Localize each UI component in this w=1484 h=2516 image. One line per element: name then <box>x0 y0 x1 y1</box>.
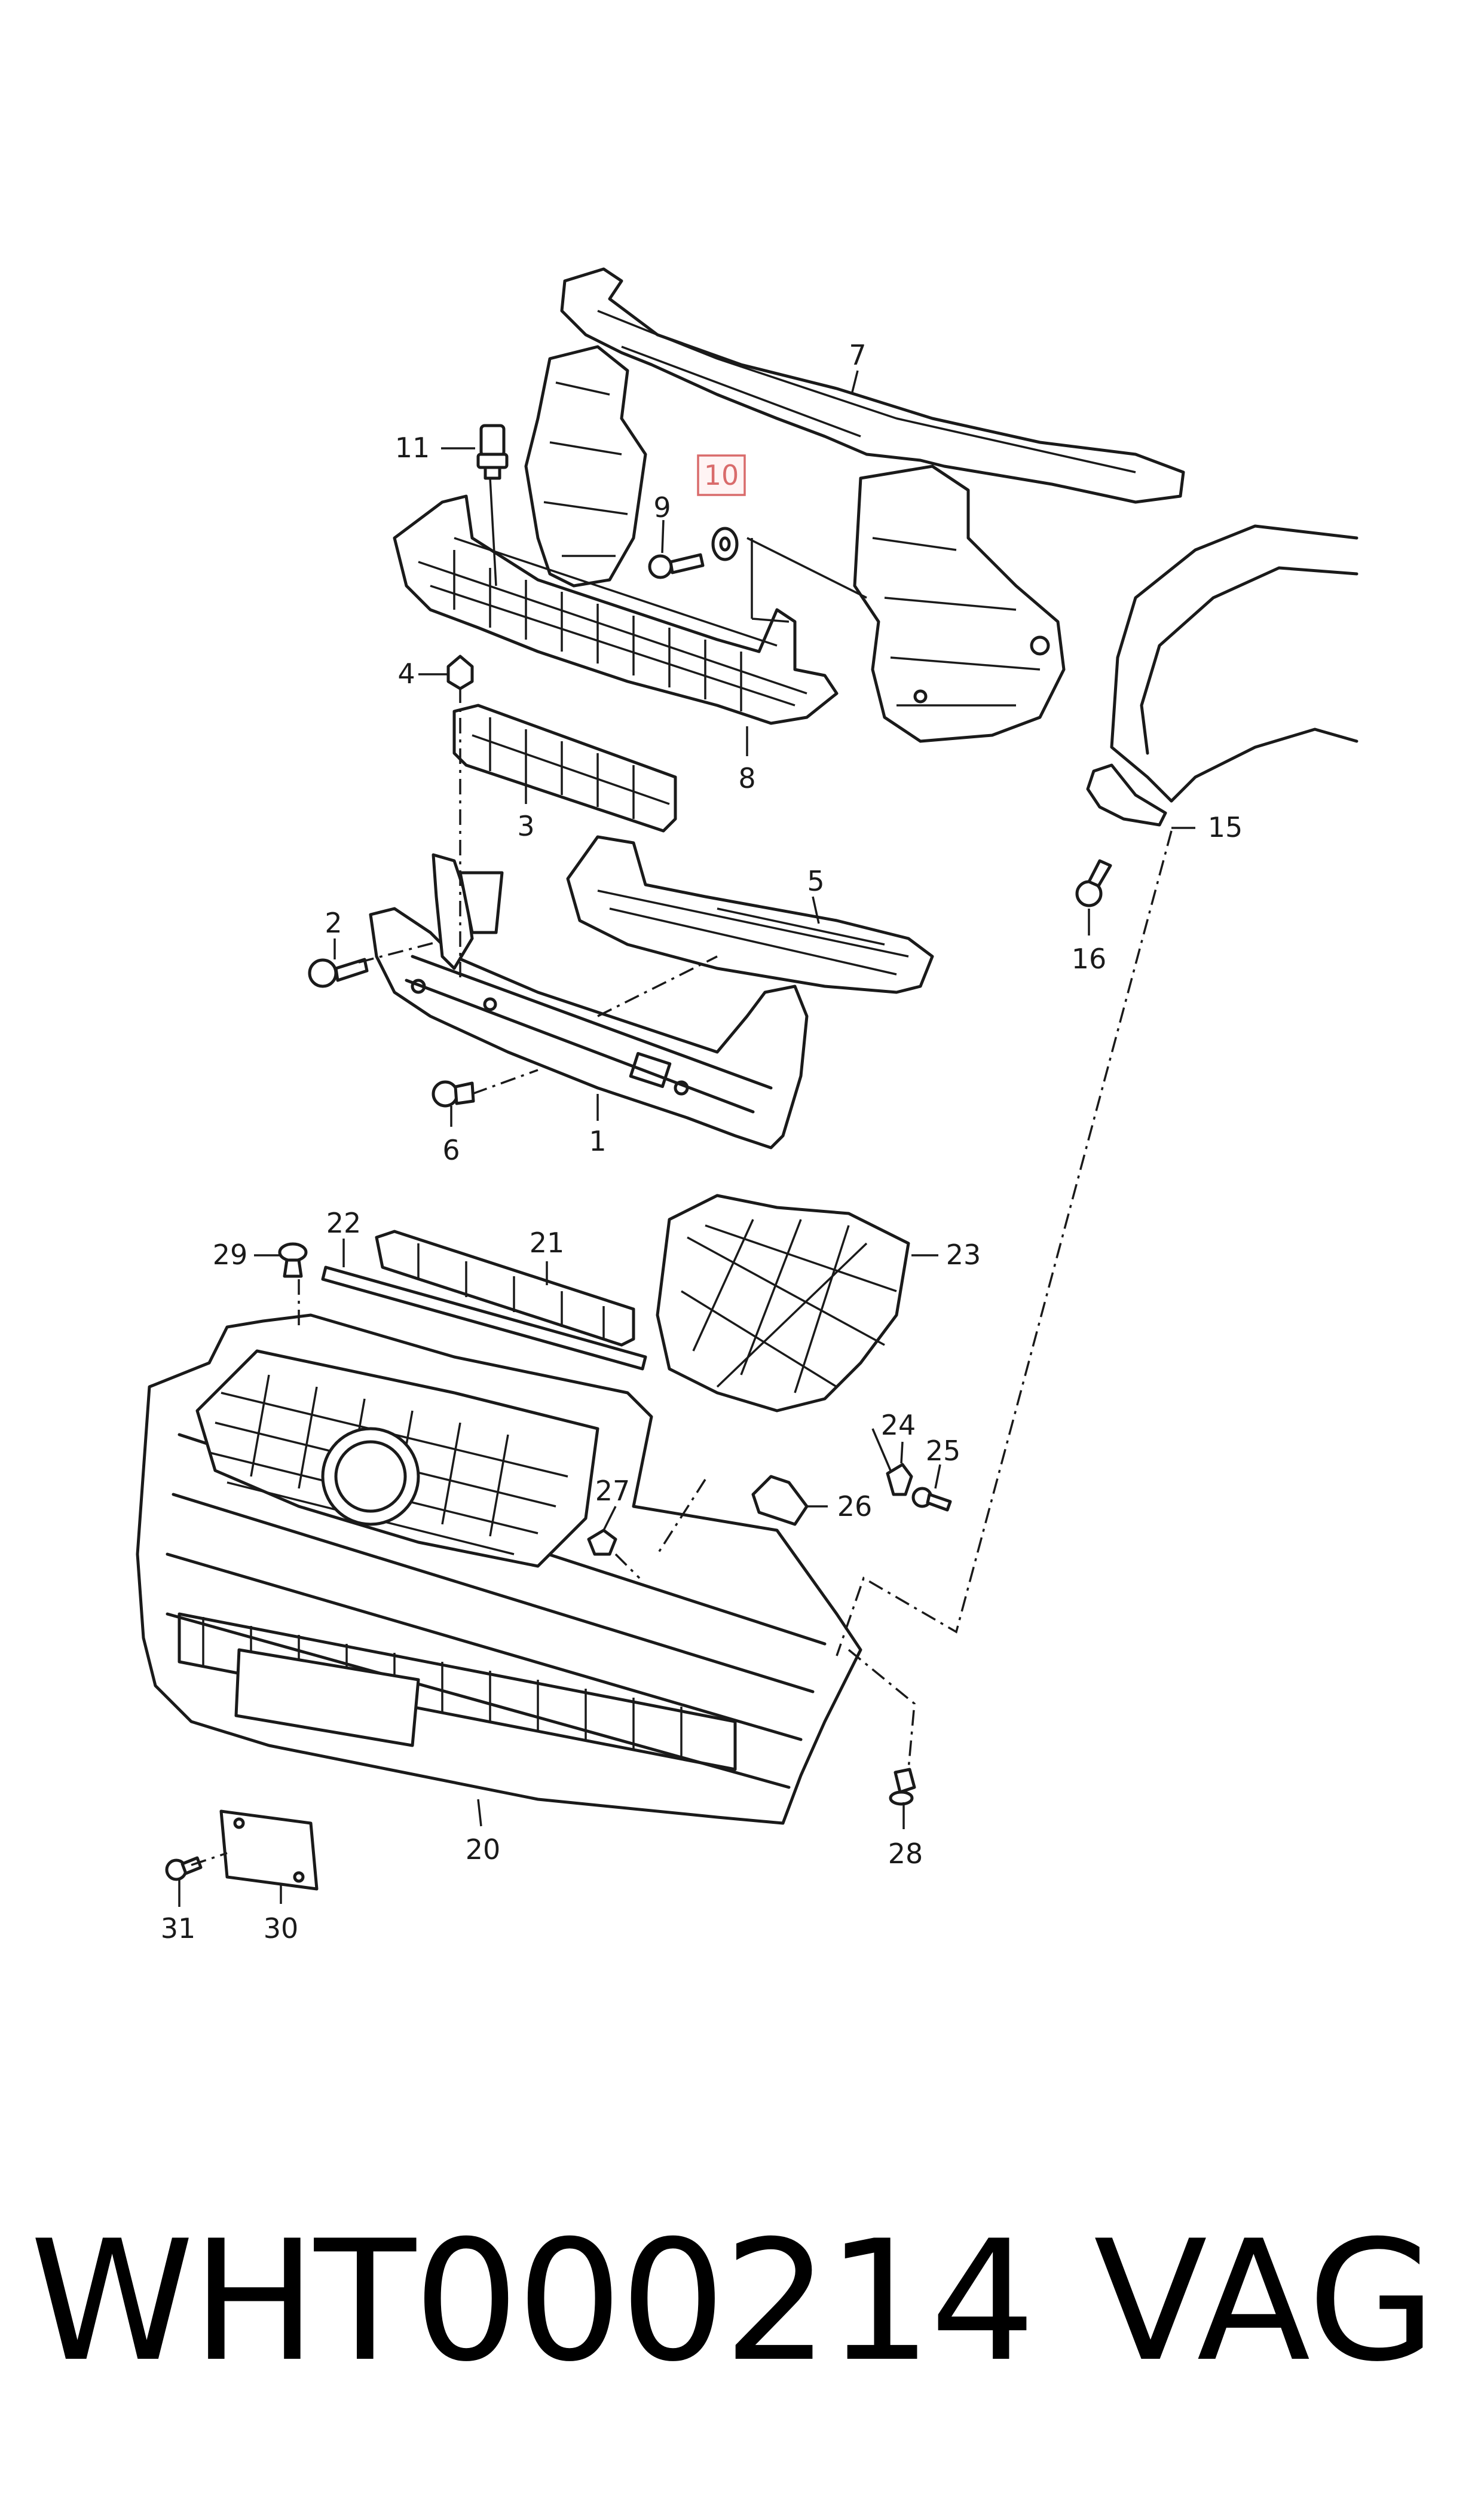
part-bracket-23 <box>656 1194 910 1413</box>
part-lock-carrier <box>524 267 1185 743</box>
part-fender <box>1110 524 1358 803</box>
callout-3: 3 <box>517 810 534 842</box>
part-plate-30 <box>219 1809 319 1891</box>
callout-5: 5 <box>807 865 824 897</box>
brand-name: VAG <box>1094 2205 1437 2398</box>
callout-10-highlight-box <box>697 454 746 496</box>
part-screw-31 <box>165 1856 203 1881</box>
callouts: 11 9 10 7 8 4 3 5 2 6 1 15 16 22 21 29 2… <box>161 339 1243 1945</box>
callout-7: 7 <box>849 339 866 371</box>
callout-27: 27 <box>595 1475 631 1507</box>
callout-24: 24 <box>881 1409 916 1441</box>
part-bracket-15 <box>1086 763 1167 827</box>
part-air-guide-5 <box>566 835 934 994</box>
callout-4: 4 <box>397 658 415 690</box>
part-bolt-2 <box>308 958 369 988</box>
callout-16: 16 <box>1072 943 1107 975</box>
callout-22: 22 <box>326 1207 362 1239</box>
part-clip-29 <box>278 1242 308 1278</box>
part-nut-4 <box>446 655 474 690</box>
callout-31: 31 <box>161 1912 196 1945</box>
part-washer-10 <box>711 527 739 561</box>
callout-2: 2 <box>325 907 342 939</box>
leader-lines <box>178 370 1195 1907</box>
part-clip-28 <box>889 1768 916 1806</box>
callout-11: 11 <box>395 432 430 464</box>
callout-28: 28 <box>888 1838 923 1870</box>
part-bumper-carrier <box>369 853 809 1150</box>
callout-26: 26 <box>837 1490 873 1523</box>
callout-8: 8 <box>738 762 755 794</box>
part-bolt-16 <box>1075 859 1112 907</box>
part-screw-25 <box>911 1487 952 1512</box>
callout-21: 21 <box>530 1227 565 1259</box>
part-bracket-21 <box>375 1230 635 1347</box>
part-clip-6 <box>432 1080 475 1108</box>
part-number: WHT000214 <box>30 2205 1036 2398</box>
footer: WHT000214 VAG <box>0 2176 1484 2427</box>
part-trim-22 <box>321 1265 647 1371</box>
part-impact-absorber <box>393 494 839 725</box>
callout-9: 9 <box>653 491 671 524</box>
callout-30: 30 <box>264 1912 299 1945</box>
callout-6: 6 <box>442 1134 460 1166</box>
part-bumper-cover <box>136 1313 862 1825</box>
callout-15: 15 <box>1208 811 1243 843</box>
callout-10: 10 <box>704 459 739 491</box>
callout-1: 1 <box>589 1125 606 1157</box>
part-bolt-9 <box>648 553 705 579</box>
assembly-lines <box>191 687 1173 1866</box>
callout-29: 29 <box>213 1239 248 1271</box>
parts-diagram: 11 9 10 7 8 4 3 5 2 6 1 15 16 22 21 29 2… <box>136 267 1358 1945</box>
part-clip-27 <box>587 1528 617 1556</box>
part-clip-11 <box>476 424 509 480</box>
part-bracket-3 <box>452 704 677 833</box>
callout-25: 25 <box>926 1435 961 1467</box>
callout-20: 20 <box>466 1833 501 1866</box>
part-clip-24 <box>886 1463 913 1496</box>
part-bracket-26 <box>751 1475 809 1526</box>
callout-23: 23 <box>946 1239 981 1271</box>
